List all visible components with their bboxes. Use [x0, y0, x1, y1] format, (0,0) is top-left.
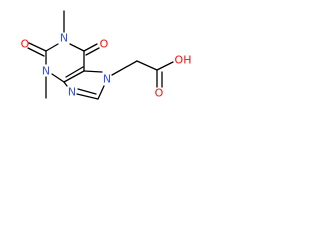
molecule-structure: N N N N O O O OH [21, 10, 192, 100]
bond-n1-c2 [45, 43, 59, 52]
bond-c6-n1 [69, 43, 85, 52]
bond-c6-o6-double [85, 47, 100, 56]
bond-c4-n9 [63, 81, 68, 87]
atom-o6: O [100, 38, 109, 51]
bond-c4-c5-double [65, 66, 84, 78]
bond-n9-c8 [76, 93, 99, 100]
atom-n3: N [42, 65, 50, 78]
bond-n7-c5 [83, 70, 103, 73]
bonds [27, 10, 174, 100]
bond-c2-o2 [28, 42, 47, 52]
atom-o-acid-double: O [155, 87, 164, 100]
atom-oh: OH [175, 54, 192, 67]
bond-cacid-oh [156, 61, 174, 71]
bond-c6-o6 [83, 43, 98, 52]
atom-labels: N N N N O O O OH [21, 32, 192, 100]
bond-n9-c8-double [77, 88, 97, 95]
atom-o2: O [21, 38, 30, 51]
bond-c8-n7 [97, 85, 105, 100]
atom-n9: N [68, 86, 76, 99]
bond-n7-ch2 [111, 60, 138, 76]
bond-n3-c4 [51, 73, 65, 83]
atom-n7: N [103, 73, 111, 86]
atom-n1: N [60, 32, 68, 45]
bond-c2-o2-double [27, 47, 45, 57]
bond-ch2-cacid [136, 60, 158, 71]
bond-c4-c5 [63, 70, 85, 83]
